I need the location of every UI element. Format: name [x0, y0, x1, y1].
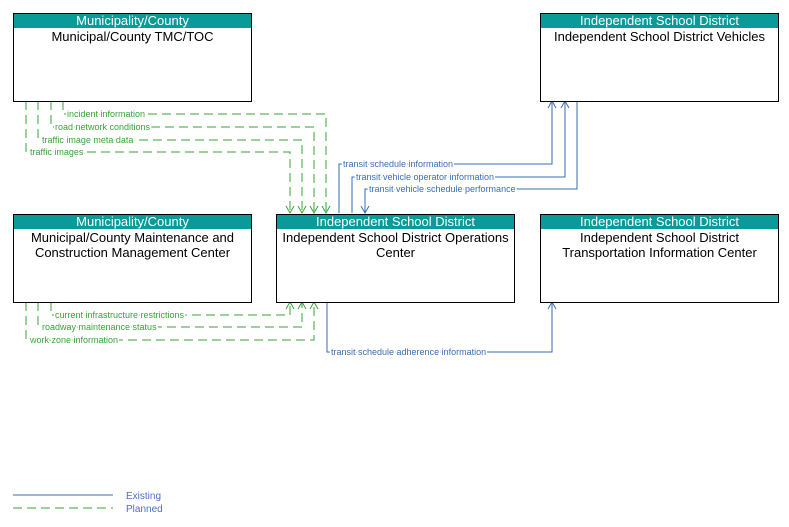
label-incident-information: incident information [67, 109, 145, 119]
flow-transit-vehicle-schedule-performance[interactable] [360, 101, 578, 215]
node-isd-operations-center[interactable]: Independent School District Independent … [276, 214, 515, 303]
flow-transit-schedule-adherence-information[interactable] [326, 300, 557, 353]
node-name-label: Independent School District Transportati… [562, 230, 757, 260]
flow-transit-vehicle-operator-information[interactable] [351, 99, 570, 213]
label-work-zone-information: work zone information [29, 335, 118, 345]
flow-traffic-image-meta-data[interactable] [37, 101, 307, 215]
label-traffic-image-meta-data: traffic image meta data [42, 135, 133, 145]
node-municipal-county-tmc-toc[interactable]: Municipality/County Municipal/County TMC… [13, 13, 252, 102]
label-traffic-images: traffic images [30, 147, 84, 157]
label-transit-vehicle-operator-information: transit vehicle operator information [356, 172, 494, 182]
flow-transit-schedule-information[interactable] [338, 99, 557, 213]
node-category-label: Independent School District [541, 14, 778, 28]
node-name-label: Independent School District Vehicles [553, 29, 765, 44]
label-transit-schedule-adherence-information: transit schedule adherence information [331, 347, 486, 357]
node-isd-transportation-information-center[interactable]: Independent School District Independent … [540, 214, 779, 303]
flow-incident-information[interactable] [62, 101, 331, 215]
node-name-label: Independent School District Operations C… [282, 230, 509, 260]
node-category-label: Municipality/County [14, 14, 251, 28]
flow-road-network-conditions[interactable] [50, 101, 319, 215]
label-road-network-conditions: road network conditions [55, 122, 151, 132]
node-name-label: Municipal/County TMC/TOC [51, 29, 214, 44]
label-transit-vehicle-schedule-performance: transit vehicle schedule performance [369, 184, 516, 194]
legend-existing-label: Existing [126, 491, 161, 502]
node-isd-vehicles[interactable]: Independent School District Independent … [540, 13, 779, 102]
legend-planned-label: Planned [126, 504, 163, 515]
flow-traffic-images[interactable] [25, 101, 295, 215]
node-category-label: Independent School District [541, 215, 778, 229]
label-transit-schedule-information: transit schedule information [343, 159, 453, 169]
node-category-label: Independent School District [277, 215, 514, 229]
node-category-label: Municipality/County [14, 215, 251, 229]
node-name-label: Municipal/County Maintenance and Constru… [30, 230, 235, 260]
node-municipal-county-maintenance-center[interactable]: Municipality/County Municipal/County Mai… [13, 214, 252, 303]
label-current-infrastructure-restrictions: current infrastructure restrictions [55, 310, 185, 320]
label-roadway-maintenance-status: roadway maintenance status [42, 322, 157, 332]
legend: Existing Planned [13, 491, 163, 515]
